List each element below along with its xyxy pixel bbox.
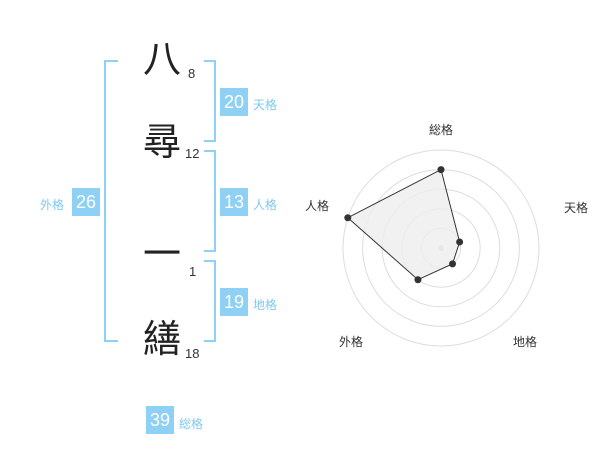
soukaku-value: 39 [146,406,174,434]
name-char-4: 繕 [143,317,182,361]
radar-axis-label-3: 地格 [513,334,537,349]
tenkaku-value: 20 [220,88,248,116]
jinkaku-bracket [204,150,216,252]
tenkaku-bracket [204,60,216,142]
stroke-count-3: 1 [189,264,197,279]
radar-axis-label-2: 天格 [564,200,588,215]
radar-axis-label-5: 人格 [305,198,329,213]
jinkaku-label: 人格 [253,198,278,212]
radar-point-4 [414,276,422,284]
gaikaku-value: 26 [72,188,100,216]
gaikaku-label: 外格 [40,198,65,212]
chikaku-label: 地格 [253,298,278,312]
jinkaku-value: 13 [220,188,248,216]
gaikaku-bracket [104,60,118,342]
name-char-3: 一 [143,232,182,276]
stroke-count-4: 18 [185,346,200,361]
radar-axis-label-4: 外格 [339,334,363,349]
radar-point-1 [437,166,445,174]
stroke-count-2: 12 [185,146,200,161]
tenkaku-label: 天格 [253,98,278,112]
radar-series-polygon [346,168,461,281]
name-char-1: 八 [143,37,182,81]
stroke-count-1: 8 [188,66,196,81]
chikaku-bracket [204,260,216,342]
radar-ring [342,149,540,347]
radar-axis-label-1: 総格 [429,122,453,137]
radar-point-5 [344,214,352,222]
radar-point-2 [456,238,464,246]
name-char-2: 尋 [143,120,182,164]
chikaku-value: 19 [220,288,248,316]
soukaku-label: 総格 [179,417,204,431]
radar-point-3 [449,260,457,268]
